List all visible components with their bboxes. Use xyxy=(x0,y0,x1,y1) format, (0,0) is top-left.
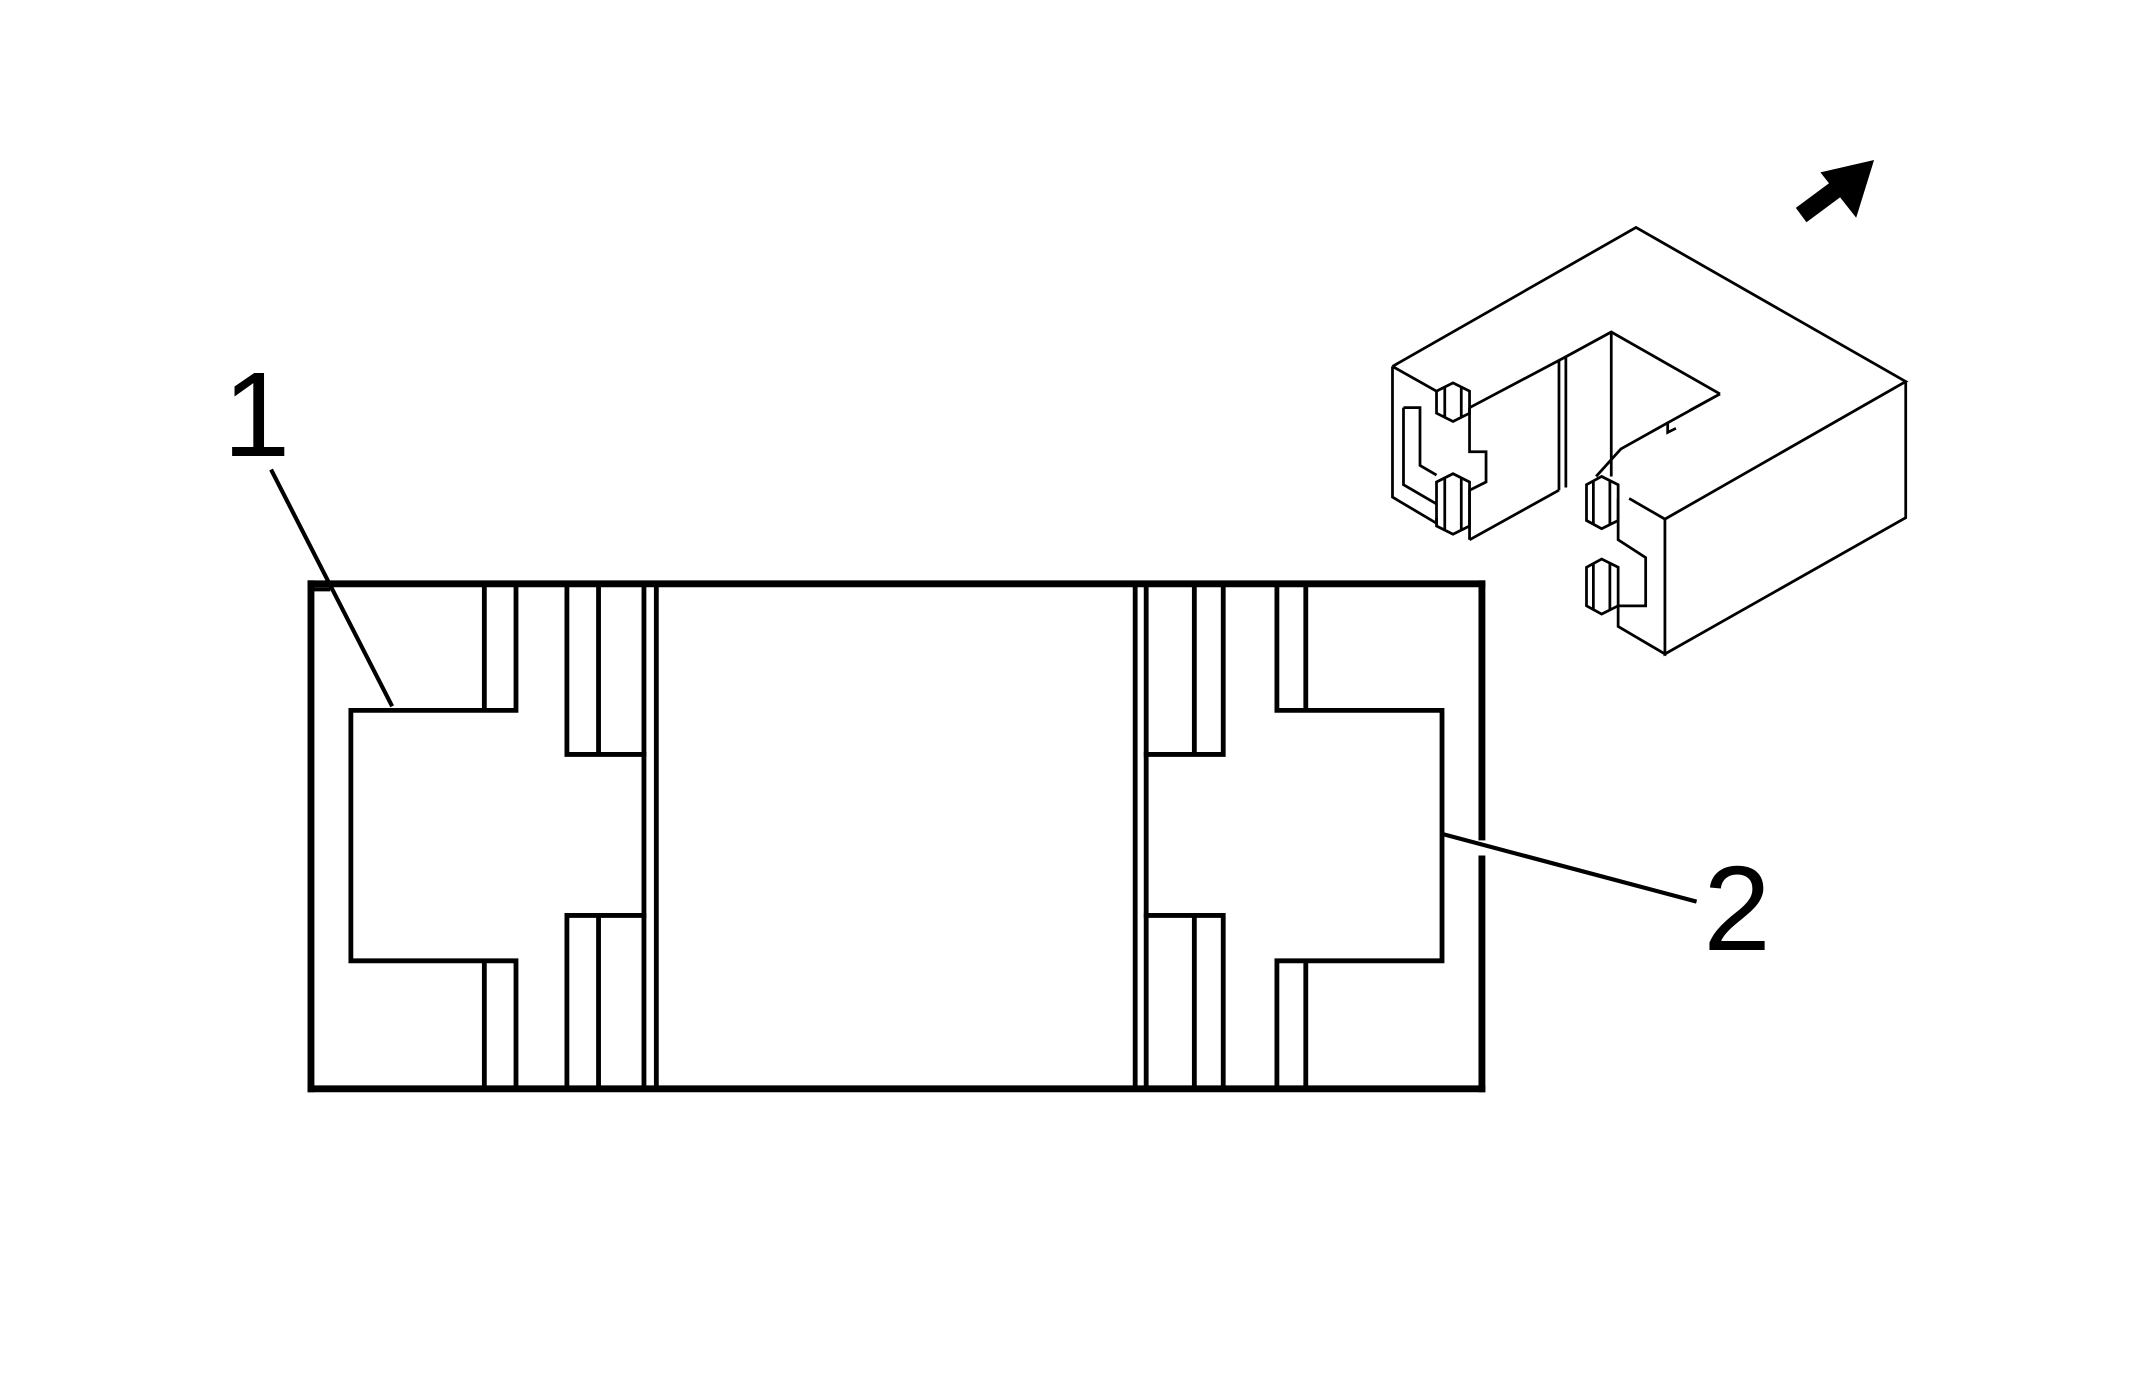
iso-right-pin-upper xyxy=(1585,474,1620,531)
component-top-view xyxy=(307,580,1486,1093)
iso-right-pin-lower xyxy=(1585,557,1620,616)
leader-lines xyxy=(269,468,1698,904)
center-dividers xyxy=(641,581,1149,1092)
iso-left-pin-upper xyxy=(1435,381,1471,423)
iso-top-surface xyxy=(1391,225,1909,521)
leader-line-1 xyxy=(269,468,394,708)
iso-left-pin-lower xyxy=(1435,472,1471,536)
component-isometric-view xyxy=(1391,225,1909,657)
leader-line-2 xyxy=(1442,832,1698,904)
outer-frame xyxy=(307,580,1486,1093)
ref-label-1: 1 xyxy=(223,346,290,482)
iso-right-block xyxy=(1616,381,1908,657)
right-electrode-pad xyxy=(1143,581,1445,1092)
ref-label-2: 2 xyxy=(1703,840,1770,976)
iso-left-block xyxy=(1391,366,1560,541)
left-electrode-pad xyxy=(348,581,647,1092)
arrow-up-right-icon xyxy=(1795,160,1875,223)
iso-slot xyxy=(1557,331,1721,491)
